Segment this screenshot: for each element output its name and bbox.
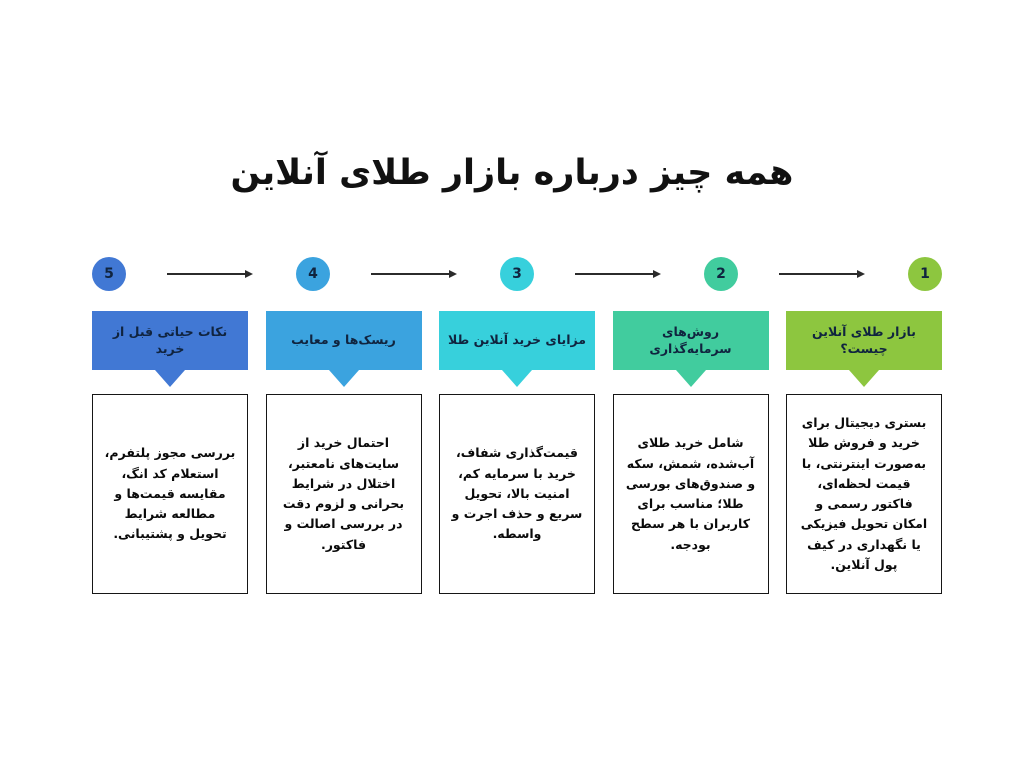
rail-cell-step-1: 1: [908, 257, 942, 291]
step-number-3: 3: [512, 266, 522, 282]
step-column-5: نکات حیاتی قبل از خرید بررسی مجوز پلتفرم…: [92, 311, 248, 601]
step-number-5: 5: [104, 266, 114, 282]
step-body-text-3: قیمت‌گذاری شفاف، خرید با سرمایه کم، امنی…: [451, 445, 583, 542]
step-column-4: ریسک‌ها و معایب احتمال خرید از سایت‌های …: [265, 311, 422, 601]
step-column-1: بازار طلای آنلاین چیست؟ بستری دیجیتال بر…: [786, 311, 942, 601]
step-body-box-5: بررسی مجوز پلتفرم، استعلام کد انگ، مقایس…: [92, 394, 248, 594]
step-body-box-3: قیمت‌گذاری شفاف، خرید با سرمایه کم، امنی…: [439, 394, 595, 594]
bubble-tail-2: [675, 370, 706, 387]
arrow-shaft-4: [167, 273, 247, 275]
arrow-head-2: [653, 269, 661, 278]
step-circle-2[interactable]: 2: [704, 257, 738, 291]
step-body-box-2: شامل خرید طلای آب‌شده، شمش، سکه و صندوق‌…: [612, 394, 769, 594]
step-body-text-4: احتمال خرید از سایت‌های نامعتبر، اختلال …: [282, 435, 405, 552]
arrow-head-4: [245, 269, 253, 278]
step-heading-box-5[interactable]: نکات حیاتی قبل از خرید: [92, 311, 248, 387]
bubble-tail-3: [502, 370, 532, 387]
rail-cell-step-5: 5: [92, 257, 126, 291]
step-heading-label-4: ریسک‌ها و معایب: [291, 332, 396, 348]
step-heading-box-4[interactable]: ریسک‌ها و معایب: [265, 311, 422, 387]
arrow-shaft-2: [575, 273, 655, 275]
step-heading-box-3[interactable]: مزایای خرید آنلاین طلا: [439, 311, 595, 387]
step-heading-label-2: روش‌های سرمایه‌گذاری: [649, 323, 732, 356]
arrow-head-3: [449, 269, 457, 278]
step-circle-5[interactable]: 5: [92, 257, 126, 291]
step-body-box-4: احتمال خرید از سایت‌های نامعتبر، اختلال …: [265, 394, 422, 594]
step-column-3: مزایای خرید آنلاین طلا قیمت‌گذاری شفاف، …: [439, 311, 595, 601]
steps-columns: بازار طلای آنلاین چیست؟ بستری دیجیتال بر…: [92, 311, 942, 601]
connector-arrow-2: [575, 268, 663, 280]
steps-rail: 1 2 3 4: [92, 256, 942, 292]
step-heading-label-3: مزایای خرید آنلاین طلا: [447, 332, 587, 348]
rail-cell-step-3: 3: [500, 257, 534, 291]
rail-cell-step-4: 4: [296, 257, 330, 291]
rail-cell-step-2: 2: [704, 257, 738, 291]
step-heading-label-5: نکات حیاتی قبل از خرید: [112, 323, 228, 356]
arrow-head-1: [857, 269, 865, 278]
step-number-2: 2: [716, 266, 726, 282]
step-heading-box-2[interactable]: روش‌های سرمایه‌گذاری: [612, 311, 769, 387]
arrow-shaft-1: [779, 273, 859, 275]
step-body-text-2: شامل خرید طلای آب‌شده، شمش، سکه و صندوق‌…: [625, 435, 756, 552]
step-heading-box-1[interactable]: بازار طلای آنلاین چیست؟: [786, 311, 942, 387]
step-number-4: 4: [308, 266, 318, 282]
step-body-text-1: بستری دیجیتال برای خرید و فروش طلا به‌صو…: [800, 415, 928, 572]
step-body-text-5: بررسی مجوز پلتفرم، استعلام کد انگ، مقایس…: [104, 445, 236, 542]
step-circle-4[interactable]: 4: [296, 257, 330, 291]
bubble-tail-5: [155, 370, 185, 387]
connector-arrow-4: [167, 268, 255, 280]
step-number-1: 1: [920, 266, 930, 282]
connector-arrow-1: [779, 268, 867, 280]
step-circle-3[interactable]: 3: [500, 257, 534, 291]
step-circle-1[interactable]: 1: [908, 257, 942, 291]
bubble-tail-4: [328, 370, 359, 387]
step-heading-label-1: بازار طلای آنلاین چیست؟: [812, 323, 916, 356]
page-title: همه چیز درباره بازار طلای آنلاین: [230, 153, 794, 193]
step-column-2: روش‌های سرمایه‌گذاری شامل خرید طلای آب‌ش…: [612, 311, 769, 601]
step-body-box-1: بستری دیجیتال برای خرید و فروش طلا به‌صو…: [786, 394, 942, 594]
arrow-shaft-3: [371, 273, 451, 275]
connector-arrow-3: [371, 268, 459, 280]
bubble-tail-1: [849, 370, 879, 387]
